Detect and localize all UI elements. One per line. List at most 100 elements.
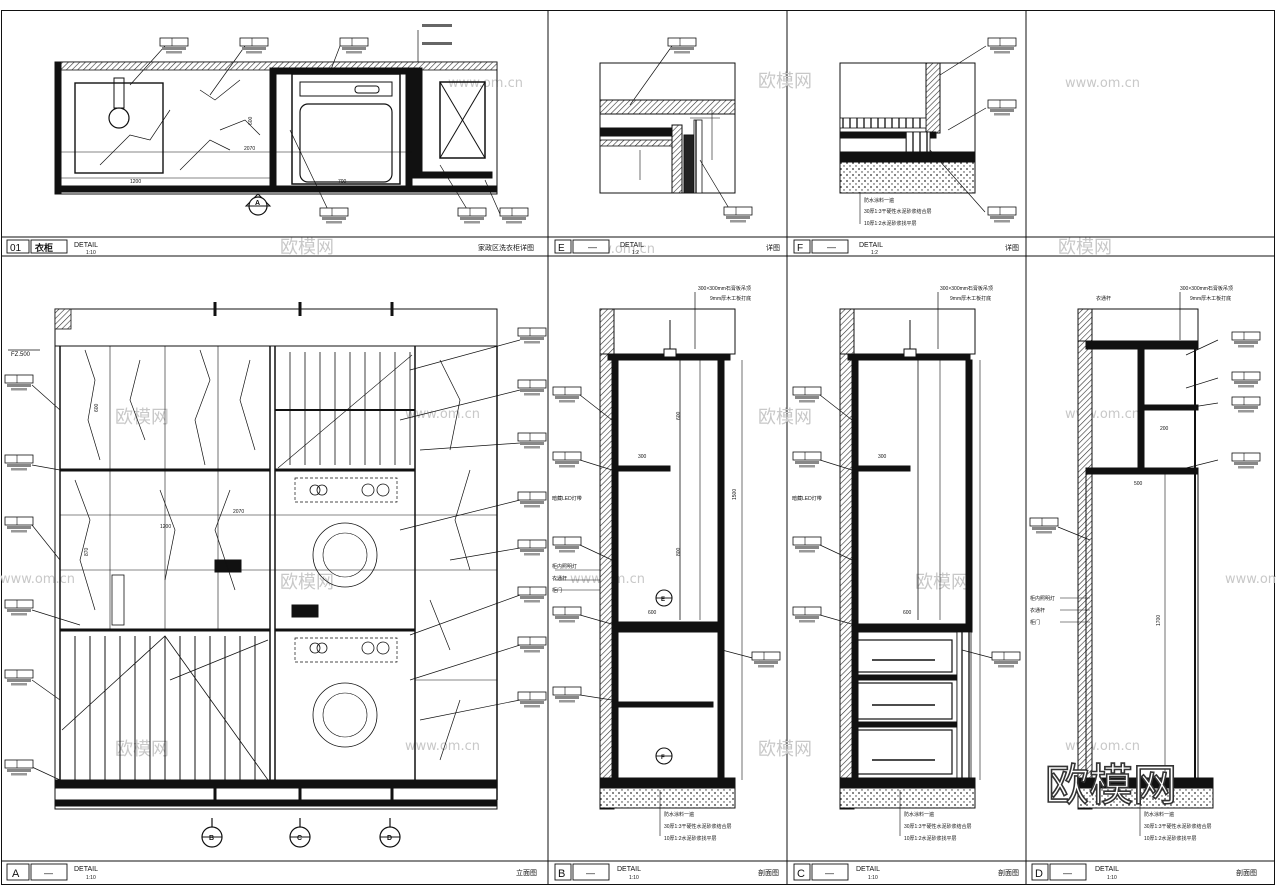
- svg-text:详图: 详图: [766, 243, 780, 252]
- svg-text:600: 600: [648, 610, 657, 616]
- svg-text:剖面图: 剖面图: [758, 868, 779, 877]
- svg-text:1:10: 1:10: [86, 875, 96, 881]
- panel-F-detail: [839, 45, 987, 224]
- svg-text:—: —: [588, 242, 597, 252]
- svg-text:www.om.cn: www.om.cn: [1065, 407, 1140, 422]
- svg-text:C: C: [297, 835, 302, 842]
- svg-text:暗藏LED灯带: 暗藏LED灯带: [552, 495, 582, 502]
- svg-text:DETAIL: DETAIL: [620, 242, 644, 249]
- svg-text:300×300mm石膏板吊顶: 300×300mm石膏板吊顶: [1180, 285, 1233, 292]
- panel-F-tags: [987, 37, 1017, 223]
- svg-text:1700: 1700: [1156, 615, 1162, 626]
- panel-F-title: F — DETAIL 1:2 详图: [793, 239, 1019, 256]
- svg-text:—: —: [1063, 868, 1072, 878]
- svg-text:欧模网: 欧模网: [915, 572, 969, 593]
- svg-text:DETAIL: DETAIL: [856, 866, 880, 873]
- svg-text:防水涂料一遍: 防水涂料一遍: [664, 811, 694, 818]
- svg-text:800: 800: [676, 547, 682, 556]
- svg-text:600: 600: [248, 116, 254, 125]
- panel-C-section: [819, 292, 1001, 836]
- svg-text:DETAIL: DETAIL: [1095, 866, 1119, 873]
- svg-text:防水涂料一遍: 防水涂料一遍: [904, 811, 934, 818]
- panel-D-section: [1057, 292, 1219, 836]
- svg-text:600: 600: [676, 411, 682, 420]
- svg-text:衣柜: 衣柜: [35, 242, 53, 253]
- svg-text:30厚1:3干硬性水泥砂浆结合层: 30厚1:3干硬性水泥砂浆结合层: [1144, 823, 1212, 830]
- svg-text:A: A: [12, 868, 20, 880]
- svg-text:柜内照明灯: 柜内照明灯: [1030, 595, 1055, 602]
- svg-text:600: 600: [94, 403, 100, 412]
- svg-text:剖面图: 剖面图: [998, 868, 1019, 877]
- panel-E-title: E — DETAIL 1:2 详图: [554, 239, 780, 256]
- svg-text:1:2: 1:2: [632, 250, 639, 256]
- panel-01-title: 01 衣柜 DETAIL 1:10 家政区洗衣柜详图: [6, 239, 534, 256]
- svg-text:1500: 1500: [732, 489, 738, 500]
- svg-text:B: B: [558, 868, 565, 880]
- svg-text:10厚1:2水泥砂浆找平层: 10厚1:2水泥砂浆找平层: [1144, 835, 1197, 842]
- svg-text:柜门: 柜门: [552, 587, 562, 594]
- svg-text:FZ.500: FZ.500: [11, 352, 31, 358]
- svg-text:30厚1:3干硬性水泥砂浆结合层: 30厚1:3干硬性水泥砂浆结合层: [664, 823, 732, 830]
- svg-text:300: 300: [878, 454, 887, 460]
- svg-text:01: 01: [10, 243, 22, 254]
- panel-B-tags: [552, 386, 781, 703]
- svg-text:—: —: [586, 868, 595, 878]
- svg-text:www.om.cn: www.om.cn: [1065, 739, 1140, 754]
- svg-text:DETAIL: DETAIL: [74, 866, 98, 873]
- svg-text:DETAIL: DETAIL: [74, 242, 98, 249]
- panel-C-title: C — DETAIL 1:10 剖面图: [793, 863, 1019, 881]
- plan-material-tags: [159, 24, 529, 224]
- svg-text:1:10: 1:10: [868, 875, 878, 881]
- svg-text:—: —: [827, 242, 836, 252]
- svg-text:E: E: [661, 597, 665, 603]
- svg-text:欧模网: 欧模网: [280, 572, 334, 593]
- logo-watermark: 欧模网: [1045, 760, 1177, 811]
- svg-text:www.om.cn: www.om.cn: [0, 572, 75, 587]
- svg-text:欧模网: 欧模网: [758, 739, 812, 760]
- svg-text:www.om.cn: www.om.cn: [1225, 572, 1276, 587]
- svg-text:欧模网: 欧模网: [115, 407, 169, 428]
- svg-text:立面图: 立面图: [516, 868, 537, 877]
- svg-text:欧模网: 欧模网: [758, 71, 812, 92]
- sheet-frame: [1, 10, 1275, 885]
- svg-text:家政区洗衣柜详图: 家政区洗衣柜详图: [478, 243, 534, 252]
- svg-text:A: A: [255, 200, 260, 207]
- panel-D-tags: [1029, 331, 1261, 534]
- svg-text:E: E: [558, 243, 565, 254]
- svg-text:衣通杆: 衣通杆: [1096, 295, 1111, 302]
- svg-text:B: B: [209, 835, 214, 842]
- svg-text:DETAIL: DETAIL: [859, 242, 883, 249]
- panel-B-section: [555, 292, 761, 836]
- svg-text:D: D: [387, 835, 392, 842]
- svg-text:暗藏LED灯带: 暗藏LED灯带: [792, 495, 822, 502]
- svg-text:300×300mm石膏板吊顶: 300×300mm石膏板吊顶: [698, 285, 751, 292]
- svg-text:1:10: 1:10: [629, 875, 639, 881]
- svg-text:2070: 2070: [233, 509, 244, 515]
- svg-text:—: —: [825, 868, 834, 878]
- svg-text:1200: 1200: [160, 524, 171, 530]
- panel-01-plan: [54, 30, 501, 216]
- svg-text:衣通杆: 衣通杆: [1030, 607, 1045, 614]
- svg-text:300×300mm石膏板吊顶: 300×300mm石膏板吊顶: [940, 285, 993, 292]
- svg-text:www.om.cn: www.om.cn: [405, 739, 480, 754]
- svg-text:600: 600: [903, 610, 912, 616]
- svg-text:2070: 2070: [244, 146, 255, 152]
- panel-E-detail: [599, 45, 736, 211]
- svg-text:30厚1:3干硬性水泥砂浆结合层: 30厚1:3干硬性水泥砂浆结合层: [904, 823, 972, 830]
- svg-text:DETAIL: DETAIL: [617, 866, 641, 873]
- svg-text:欧模网: 欧模网: [115, 739, 169, 760]
- panel-A-elevation: [8, 302, 521, 848]
- svg-text:C: C: [797, 868, 805, 880]
- svg-text:700: 700: [338, 179, 347, 185]
- svg-text:9mm厚木工板打底: 9mm厚木工板打底: [710, 295, 751, 302]
- svg-text:柜门: 柜门: [1030, 619, 1040, 626]
- svg-text:www.om.cn: www.om.cn: [405, 407, 480, 422]
- svg-text:欧模网: 欧模网: [758, 407, 812, 428]
- svg-text:1:10: 1:10: [86, 250, 96, 256]
- svg-text:9mm厚木工板打底: 9mm厚木工板打底: [1190, 295, 1231, 302]
- svg-text:www.om.cn: www.om.cn: [1065, 76, 1140, 91]
- svg-text:30厚1:3干硬性水泥砂浆结合层: 30厚1:3干硬性水泥砂浆结合层: [864, 208, 932, 215]
- svg-text:衣通杆: 衣通杆: [552, 575, 567, 582]
- svg-text:详图: 详图: [1005, 243, 1019, 252]
